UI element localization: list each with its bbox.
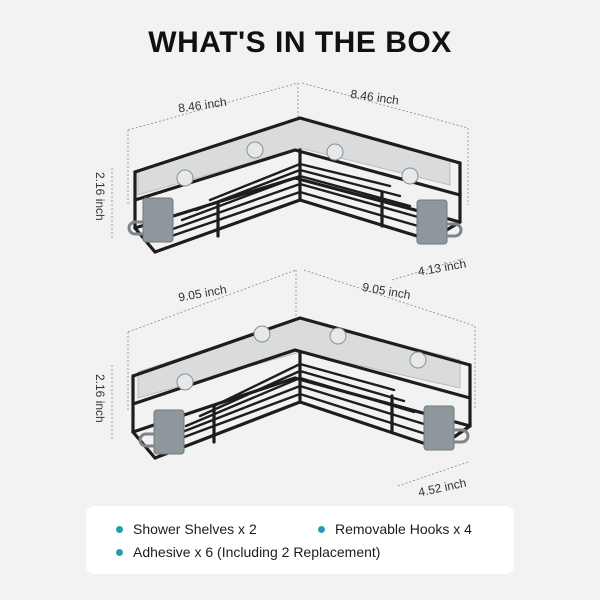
contents-item-label: Shower Shelves x 2: [133, 521, 257, 537]
contents-item-label: Removable Hooks x 4: [335, 521, 472, 537]
contents-item: Shower Shelves x 2: [116, 521, 257, 537]
contents-item: Removable Hooks x 4: [318, 521, 472, 537]
bottom-depth-label: 4.52 inch: [417, 476, 468, 500]
bottom-width-left-label: 9.05 inch: [177, 282, 227, 304]
bullet-dot-icon: [116, 548, 123, 556]
contents-item: Adhesive x 6 (Including 2 Replacement): [116, 544, 380, 560]
bullet-dot-icon: [318, 525, 325, 533]
page-title: WHAT'S IN THE BOX: [148, 26, 452, 59]
bullet-dot-icon: [116, 525, 123, 533]
top-shelf: 8.46 inch 8.46 inch 2.16 inch 4.13 inch: [93, 82, 469, 281]
bottom-height-label: 2.16 inch: [93, 374, 107, 423]
top-width-right-label: 8.46 inch: [350, 87, 400, 108]
bottom-shelf: 9.05 inch 9.05 inch 2.16 inch 4.52 inch: [93, 269, 476, 500]
bottom-width-right-label: 9.05 inch: [361, 280, 411, 302]
top-width-left-label: 8.46 inch: [177, 95, 227, 116]
top-height-label: 2.16 inch: [93, 172, 107, 221]
contents-item-label: Adhesive x 6 (Including 2 Replacement): [133, 544, 381, 560]
top-depth-label: 4.13 inch: [417, 256, 467, 278]
contents-box: Shower Shelves x 2 Removable Hooks x 4 A…: [86, 506, 514, 574]
